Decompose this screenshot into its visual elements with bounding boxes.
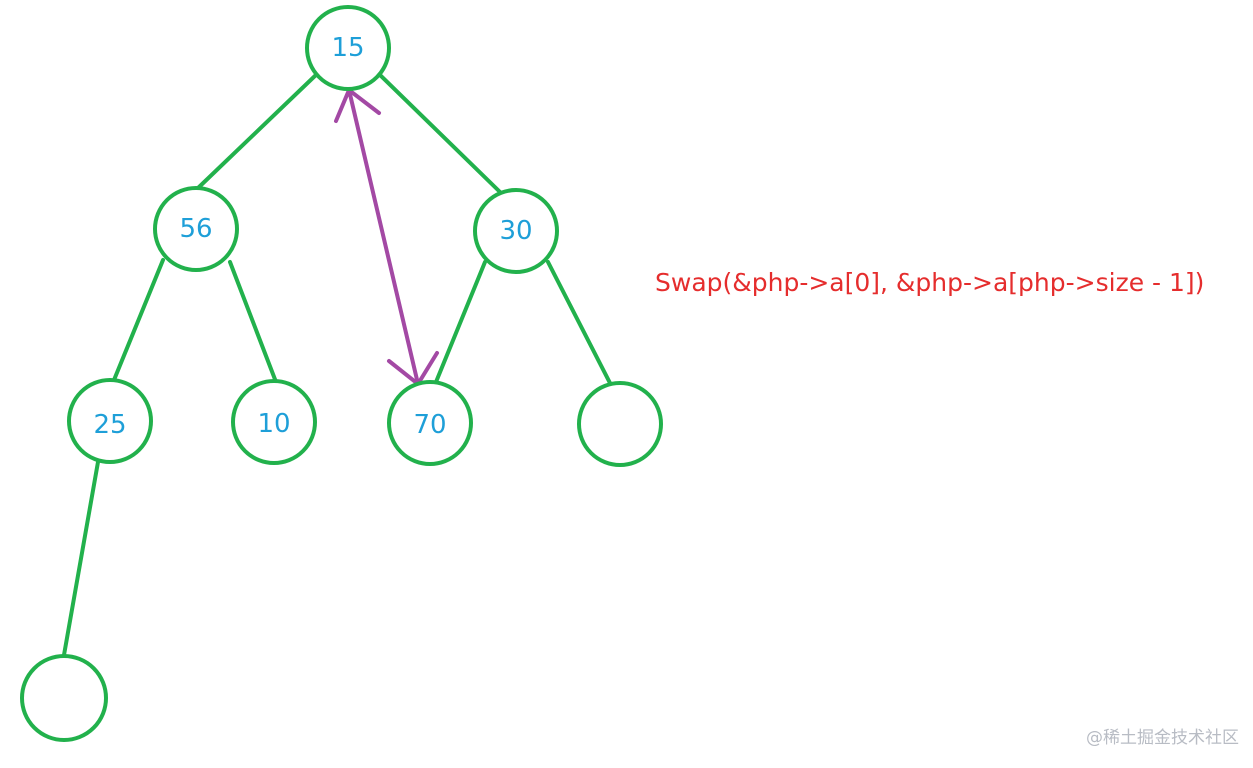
tree-node-25: 25 xyxy=(67,378,153,464)
node-label: 25 xyxy=(93,410,126,440)
node-circle xyxy=(20,654,108,742)
node-label: 70 xyxy=(413,410,446,440)
edge-25-empty xyxy=(62,460,100,657)
edge-30-70 xyxy=(434,260,487,384)
tree-node-70: 70 xyxy=(387,380,473,466)
edge-56-10 xyxy=(228,260,278,384)
tree-node-56: 56 xyxy=(153,186,239,272)
node-label: 30 xyxy=(499,216,532,246)
node-circle xyxy=(473,188,559,274)
tree-edges xyxy=(62,71,613,657)
edge-15-56 xyxy=(196,71,320,190)
edge-30-empty xyxy=(546,260,613,387)
swap-arrow-shaft xyxy=(347,88,420,386)
swap-arrow-head-top xyxy=(334,86,381,123)
node-circle xyxy=(577,381,663,467)
swap-arrow xyxy=(334,86,439,387)
tree-node-empty-right xyxy=(577,381,663,467)
node-circle xyxy=(231,379,317,465)
edge-56-25 xyxy=(112,258,165,382)
node-circle xyxy=(153,186,239,272)
edge-15-30 xyxy=(376,71,502,194)
node-circle xyxy=(67,378,153,464)
node-circle xyxy=(387,380,473,466)
tree-node-empty-bottom xyxy=(20,654,108,742)
tree-node-15: 15 xyxy=(305,5,391,91)
swap-code-annotation: Swap(&php->a[0], &php->a[php->size - 1]) xyxy=(655,268,1205,297)
node-label: 15 xyxy=(331,33,364,63)
watermark: @稀土掘金技术社区 xyxy=(1086,728,1239,748)
node-label: 56 xyxy=(179,214,212,244)
node-circle xyxy=(305,5,391,91)
tree-node-30: 30 xyxy=(473,188,559,274)
tree-node-10: 10 xyxy=(231,379,317,465)
node-label: 10 xyxy=(257,409,290,439)
